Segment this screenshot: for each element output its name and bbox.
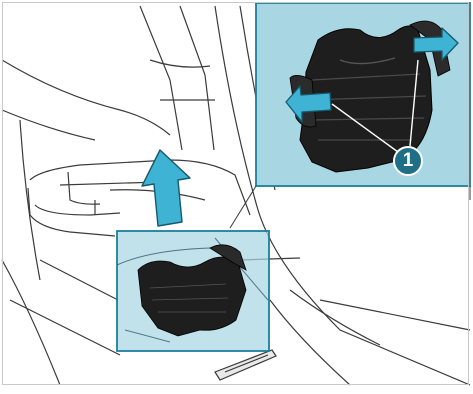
detail-inset-panel	[230, 3, 470, 228]
callout-1-label: 1	[393, 146, 423, 176]
